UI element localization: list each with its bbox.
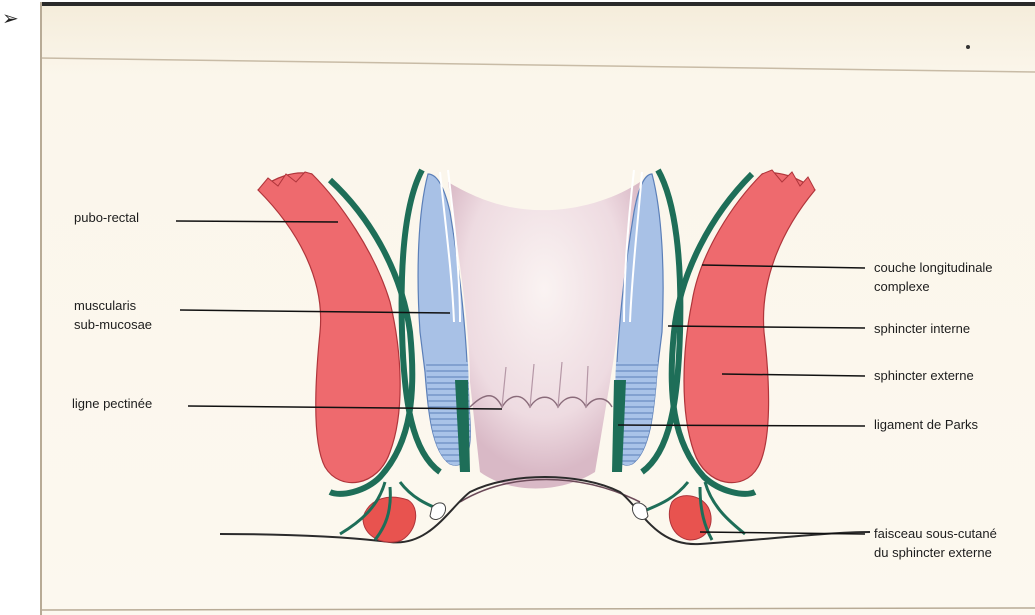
label-muscularis-sub-mucosae: muscularis sub-mucosae — [74, 296, 152, 334]
label-pubo-rectal: pubo-rectal — [74, 208, 139, 227]
label-faisceau-sous-cutane: faisceau sous-cutané du sphincter extern… — [874, 524, 997, 562]
bullet-arrow-icon: ➢ — [2, 6, 19, 30]
label-sphincter-externe: sphincter externe — [874, 366, 974, 385]
label-couche-longitudinale: couche longitudinale complexe — [874, 258, 993, 296]
label-muscularis-line2: sub-mucosae — [74, 315, 152, 334]
label-faisceau-line1: faisceau sous-cutané — [874, 524, 997, 543]
label-ligament-de-parks: ligament de Parks — [874, 415, 978, 434]
label-sphincter-interne: sphincter interne — [874, 319, 970, 338]
label-couche-line1: couche longitudinale — [874, 258, 993, 277]
speck-mark — [966, 45, 970, 49]
label-ligne-pectinee: ligne pectinée — [72, 394, 152, 413]
label-muscularis-line1: muscularis — [74, 296, 152, 315]
leader-pubo-rectal — [176, 221, 338, 222]
label-faisceau-line2: du sphincter externe — [874, 543, 997, 562]
label-couche-line2: complexe — [874, 277, 993, 296]
slide-top-edge — [40, 2, 1035, 6]
leader-ligament-parks — [618, 425, 865, 426]
